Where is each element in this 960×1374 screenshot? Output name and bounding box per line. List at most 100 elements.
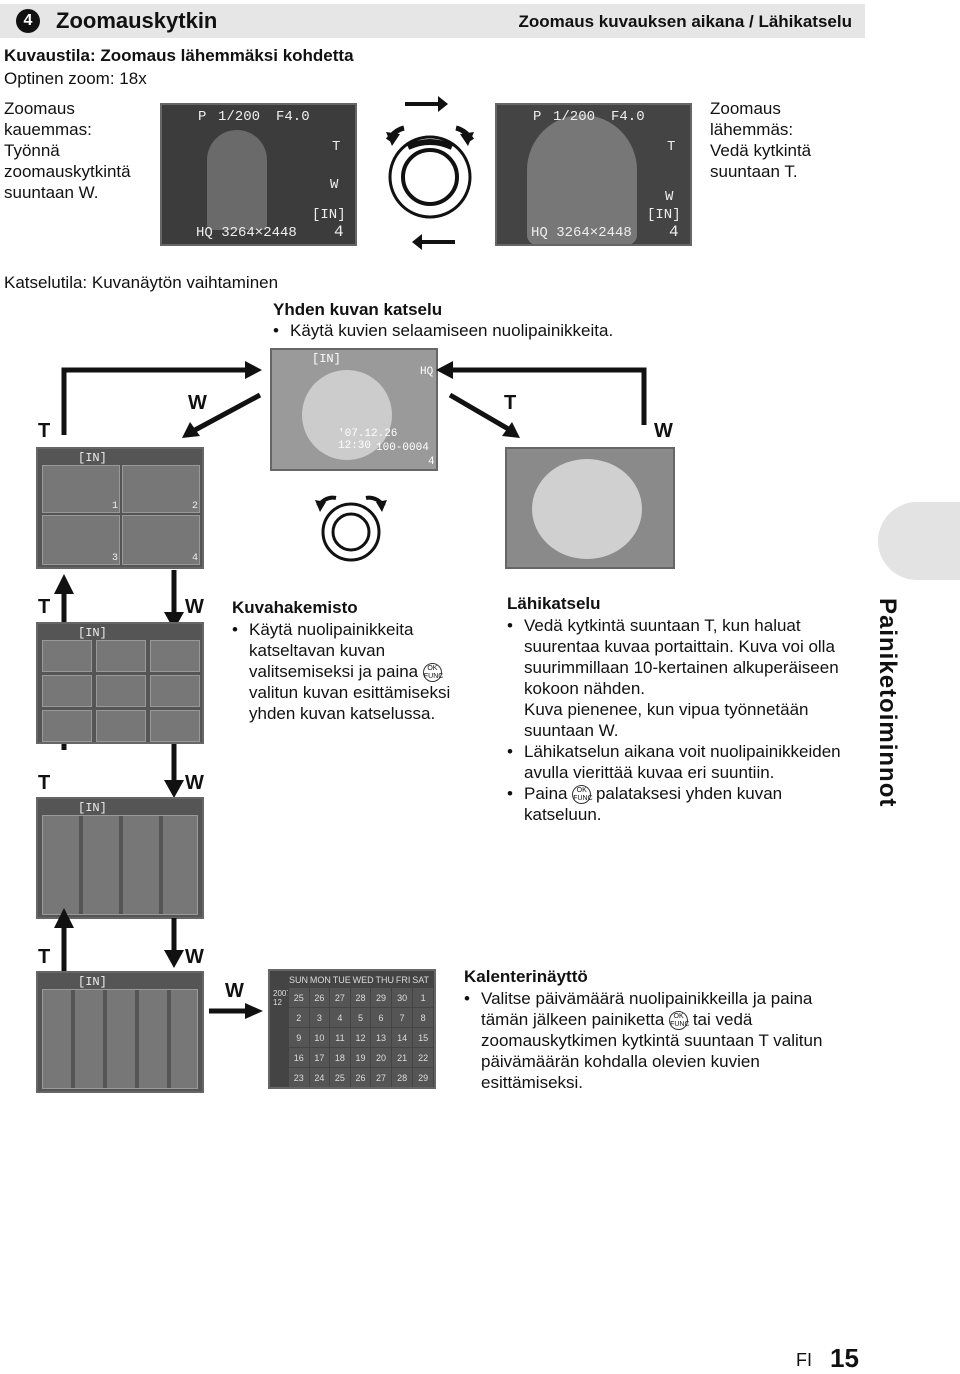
osd-count: 4 <box>334 223 344 241</box>
thumbnail[interactable] <box>96 675 146 707</box>
index-bullets: Käytä nuolipainikkeita katseltavan kuvan… <box>232 619 467 724</box>
thumbnail[interactable] <box>42 515 120 565</box>
calendar-day[interactable]: 28 <box>349 987 372 1008</box>
thumbnail[interactable] <box>150 640 200 672</box>
thumbnail[interactable] <box>150 675 200 707</box>
calendar-day[interactable]: 1 <box>412 987 434 1008</box>
calendar-day[interactable]: 8 <box>412 1007 434 1028</box>
index-title: Kuvahakemisto <box>232 598 358 617</box>
calendar-day[interactable]: 13 <box>370 1027 392 1048</box>
calendar-day[interactable]: 17 <box>308 1047 331 1068</box>
osd-mem: [IN] <box>647 207 681 223</box>
thumbnail[interactable] <box>42 675 92 707</box>
label-w: W <box>185 946 204 968</box>
flower-image <box>302 370 392 460</box>
thumbnail[interactable] <box>96 640 146 672</box>
calendar-day[interactable]: 24 <box>308 1067 331 1087</box>
calendar-day[interactable]: 26 <box>349 1067 372 1087</box>
label-t: T <box>38 772 51 794</box>
osd-date: '07.12.26 12:30 <box>338 428 398 452</box>
calendar-day[interactable]: 3 <box>371 1088 392 1090</box>
day-name: THU <box>375 975 394 985</box>
calendar-day[interactable]: 2 <box>288 1007 310 1028</box>
calendar-day[interactable]: 2 <box>350 1088 371 1090</box>
camera-screen-wide: P 1/200 F4.0 T W [IN] 4 HQ 3264×2448 <box>160 103 357 246</box>
label-t: T <box>38 420 51 442</box>
calendar-day[interactable]: 6 <box>370 1007 392 1028</box>
thumbnail[interactable] <box>96 710 146 742</box>
index-text: valitun kuvan esittämiseksi yhden kuvan … <box>249 683 451 724</box>
osd-t: T <box>332 139 341 155</box>
calendar-title: Kalenterinäyttö <box>464 967 588 986</box>
thumbnail[interactable] <box>42 465 120 513</box>
thumb-number: 2 <box>192 501 199 512</box>
subject-silhouette <box>207 130 267 230</box>
osd-mem: [IN] <box>78 451 107 465</box>
calendar-day[interactable]: 31 <box>309 1088 330 1090</box>
label-t: T <box>38 946 51 968</box>
calendar-day[interactable]: 12 <box>349 1027 372 1048</box>
calendar-day[interactable]: 27 <box>370 1067 392 1087</box>
calendar-day[interactable]: 18 <box>329 1047 351 1068</box>
calendar-day[interactable]: 30 <box>390 987 414 1008</box>
closeup-screen <box>505 447 675 569</box>
calendar-day[interactable]: 29 <box>370 987 392 1008</box>
calendar-day[interactable]: 23 <box>288 1067 310 1087</box>
single-view-title: Yhden kuvan katselu <box>273 300 443 319</box>
calendar-day[interactable]: 19 <box>349 1047 372 1068</box>
thumbnail[interactable] <box>150 710 200 742</box>
calendar-day[interactable]: 29 <box>412 1067 434 1087</box>
single-view-bullets: Käytä kuvien selaamiseen nuolipainikkeit… <box>273 320 613 341</box>
calendar-bullets: Valitse päivämäärä nuolipainikkeilla ja … <box>464 988 854 1093</box>
calendar-day[interactable]: 28 <box>390 1067 414 1087</box>
index-text: Käytä nuolipainikkeita katseltavan kuvan… <box>249 620 419 681</box>
calendar-day[interactable]: 21 <box>390 1047 414 1068</box>
thumb-number: 3 <box>112 553 119 564</box>
page-number: 15 <box>830 1343 859 1373</box>
language-code: FI <box>796 1350 812 1370</box>
day-name: SUN <box>288 975 308 985</box>
calendar-day[interactable]: 10 <box>308 1027 331 1048</box>
calendar-day[interactable]: 30 <box>289 1088 310 1090</box>
flower-image <box>532 459 642 559</box>
calendar-day[interactable]: 3 <box>308 1007 331 1028</box>
thumbnail[interactable] <box>42 640 92 672</box>
thumbnail[interactable] <box>42 710 92 742</box>
section-tab <box>878 502 960 580</box>
calendar-day[interactable]: [IN] <box>391 1088 413 1090</box>
osd-quality: HQ 3264×2448 <box>531 225 632 241</box>
osd-shutter: 1/200 <box>218 109 261 125</box>
thumbnail-grid[interactable] <box>42 815 198 915</box>
osd-quality: HQ 3264×2448 <box>196 225 297 241</box>
calendar-day[interactable]: 5 <box>349 1007 372 1028</box>
calendar-day[interactable]: 9 <box>288 1027 310 1048</box>
osd-file: 100-0004 <box>376 442 429 454</box>
calendar-day[interactable]: 4 <box>329 1007 351 1028</box>
calendar-day[interactable]: 16 <box>288 1047 310 1068</box>
calendar-day[interactable]: 11 <box>329 1027 351 1048</box>
calendar-day[interactable]: 15 <box>412 1027 434 1048</box>
osd-w: W <box>665 189 674 205</box>
thumbnail[interactable] <box>122 465 200 513</box>
calendar-day[interactable]: 7 <box>390 1007 414 1028</box>
calendar-day[interactable]: 25 <box>329 1067 351 1087</box>
calendar-day[interactable]: 26 <box>308 987 331 1008</box>
calendar-day[interactable]: 1 <box>330 1088 351 1090</box>
calendar-day[interactable]: 14 <box>390 1027 414 1048</box>
zoom-lever-icon <box>315 495 387 562</box>
calendar-day[interactable]: 27 <box>329 987 351 1008</box>
index-25-screen: [IN] <box>36 971 204 1093</box>
calendar-day[interactable]: 22 <box>412 1047 434 1068</box>
thumbnail[interactable] <box>122 515 200 565</box>
calendar-day[interactable]: 25 <box>288 987 310 1008</box>
osd-aperture: F4.0 <box>611 109 645 125</box>
calendar-day[interactable]: 20 <box>370 1047 392 1068</box>
osd-count: 4 <box>669 223 679 241</box>
osd-t: T <box>667 139 676 155</box>
optical-zoom: Optinen zoom: 18x <box>4 69 147 88</box>
calendar-day[interactable] <box>413 1088 434 1090</box>
thumbnail-grid[interactable] <box>42 989 198 1089</box>
camera-screen-tele: P 1/200 F4.0 T W [IN] 4 HQ 3264×2448 <box>495 103 692 246</box>
